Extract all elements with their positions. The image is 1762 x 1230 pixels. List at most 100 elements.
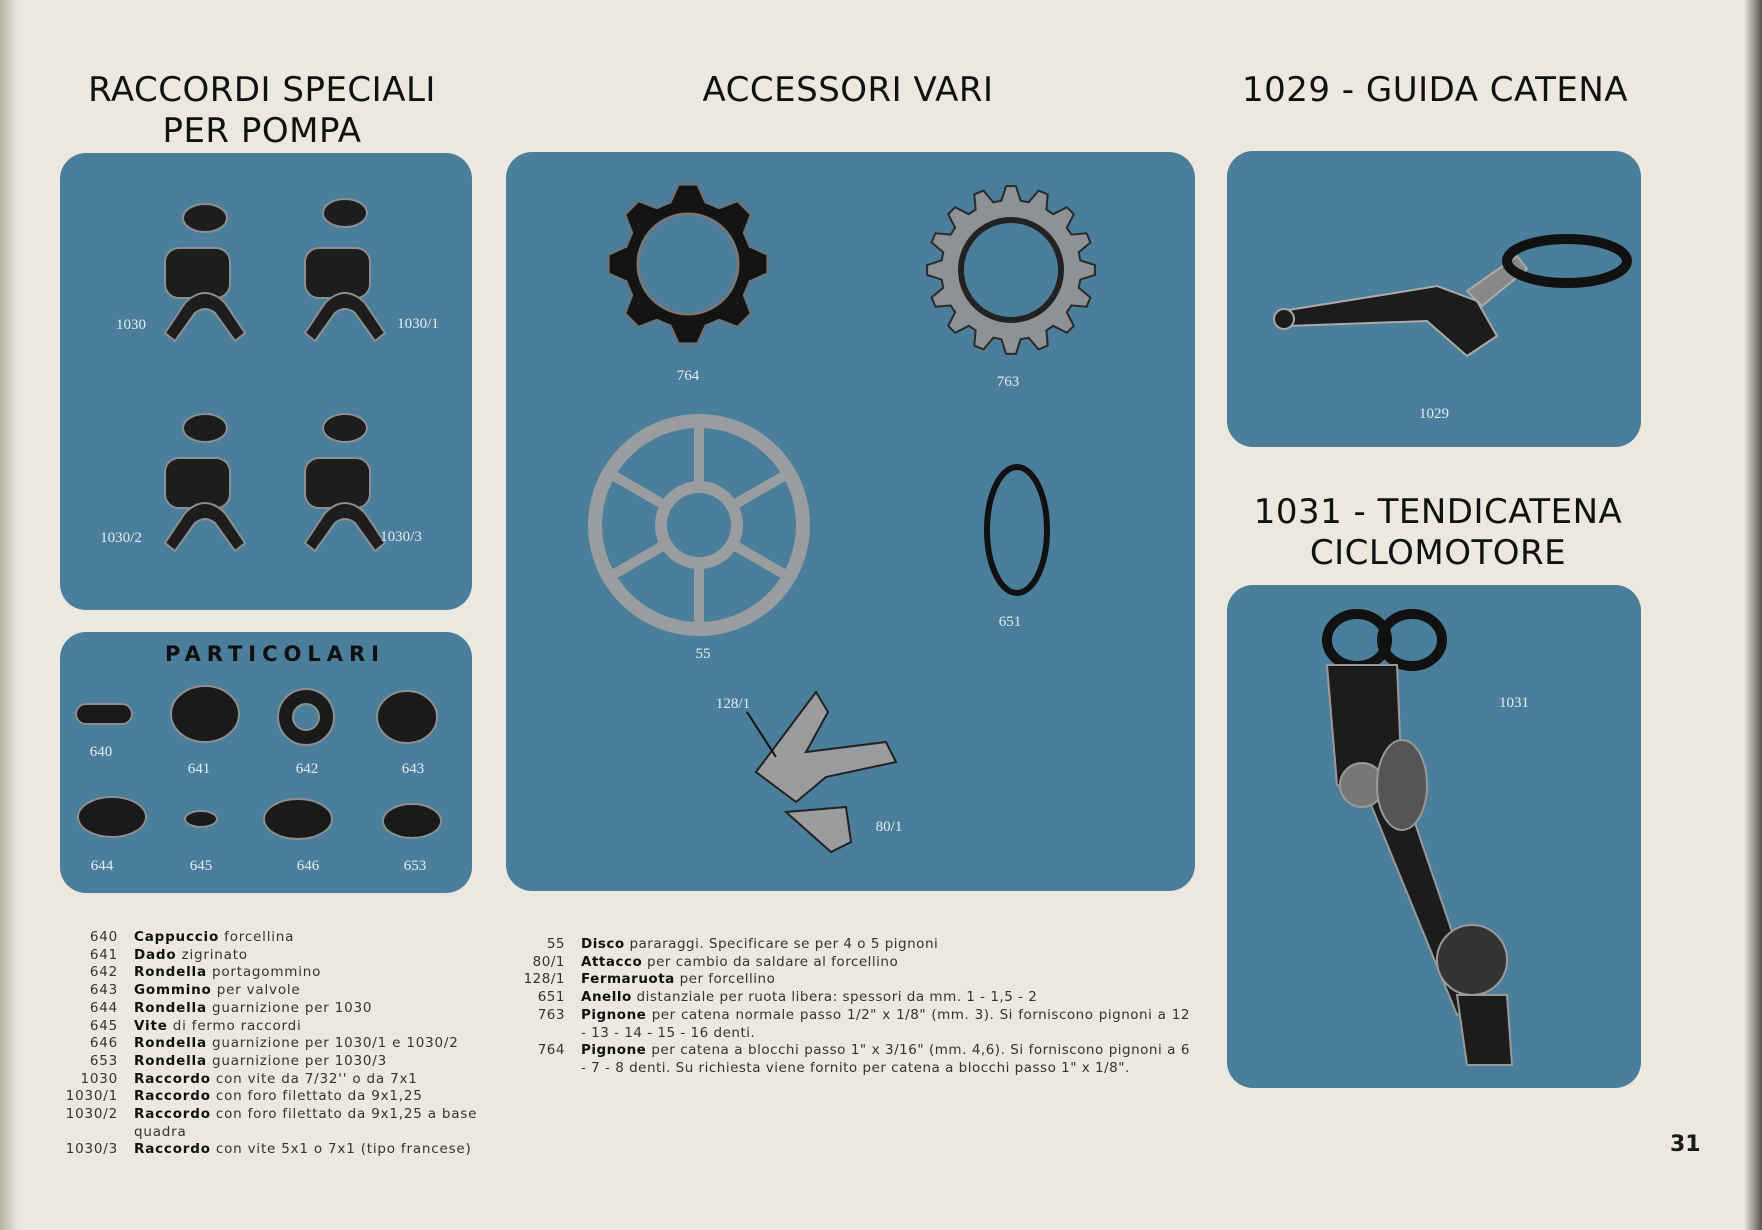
- item-description: Cappuccio forcellina: [134, 929, 294, 947]
- item-name: Raccordo: [134, 1106, 211, 1123]
- dropout-128-1: [754, 690, 898, 804]
- item-text: zigrinato: [181, 946, 248, 963]
- item-description: Raccordo con vite 5x1 o 7x1 (tipo france…: [134, 1141, 472, 1159]
- item-name: Disco: [581, 936, 625, 952]
- spoke-disc-55: [588, 414, 810, 636]
- item-name: Pignone: [581, 1006, 647, 1023]
- item-description: Gommino per valvole: [134, 982, 301, 1000]
- label-645: 645: [189, 858, 213, 874]
- item-code: 1030: [80, 1070, 118, 1087]
- accessori-panel: 764 763 55 651 128/1 80/1: [506, 152, 1195, 891]
- item-code: 1030/1: [65, 1088, 118, 1105]
- item-description: Raccordo con foro filettato da 9x1,25 a …: [134, 1106, 478, 1141]
- label-764: 764: [676, 368, 700, 384]
- item-name: Rondella: [134, 999, 207, 1016]
- item-code: 764: [537, 1042, 565, 1059]
- item-description: Rondella guarnizione per 1030/3: [134, 1053, 387, 1071]
- item-text: forcellina: [224, 929, 295, 945]
- item-code: 641: [89, 946, 118, 963]
- item-code: 640: [89, 929, 118, 945]
- list-item: 1030/1 Raccordo con foro filettato da 9x1…: [58, 1088, 478, 1106]
- label-1029: 1029: [1419, 406, 1449, 422]
- item-description: Dado zigrinato: [134, 947, 248, 965]
- label-643: 643: [401, 761, 425, 777]
- chain-guide-illustration: [1273, 234, 1632, 358]
- item-code: 646: [89, 1035, 118, 1052]
- item-code: 128/1: [523, 971, 565, 988]
- item-text: portagommino: [211, 964, 322, 981]
- item-code: 1030/2: [65, 1106, 118, 1123]
- item-text: per cambio da saldare al forcellino: [647, 953, 899, 970]
- pump-fittings-illustration: [163, 198, 387, 553]
- item-text: guarnizione per 1030/3: [211, 1052, 388, 1069]
- item-name: Raccordo: [134, 1088, 211, 1105]
- label-641: 641: [187, 761, 211, 777]
- list-item: 1030 Raccordo con vite da 7/32'' o da 7x1: [58, 1071, 478, 1089]
- item-name: Gommino: [134, 982, 212, 999]
- page-number: 31: [1670, 1132, 1701, 1157]
- particolari-title: PARTICOLARI: [165, 642, 385, 666]
- item-text: con vite 5x1 o 7x1 (tipo francese): [215, 1141, 472, 1158]
- item-text: distanziale per ruota libera: spessori d…: [636, 989, 1038, 1006]
- item-description: Attacco per cambio da saldare al forcell…: [581, 954, 898, 972]
- item-code: 651: [537, 989, 565, 1006]
- item-text: per catena normale passo 1/2" x 1/8" (mm…: [581, 1006, 1190, 1041]
- item-text: con vite da 7/32'' o da 7x1: [215, 1070, 418, 1087]
- list-item: 128/1 Fermaruota per forcellino: [505, 971, 1190, 989]
- item-name: Rondella: [134, 1035, 207, 1052]
- item-description: Raccordo con foro filettato da 9x1,25: [134, 1088, 423, 1106]
- list-item: 1030/3 Raccordo con vite 5x1 o 7x1 (tipo …: [58, 1141, 478, 1159]
- item-code: 643: [89, 982, 118, 999]
- hanger-80-1: [783, 805, 853, 854]
- list-item: 641 Dado zigrinato: [58, 947, 478, 965]
- item-name: Rondella: [134, 1052, 207, 1069]
- item-text: con foro filettato da 9x1,25 a base quad…: [134, 1106, 478, 1140]
- chain-tensioner-illustration: [1322, 609, 1514, 1066]
- label-128-1: 128/1: [715, 696, 751, 712]
- item-name: Pignone: [581, 1042, 647, 1059]
- item-description: Disco pararaggi. Specificare se per 4 o …: [581, 936, 938, 954]
- pump-fittings-panel: 1030 1030/1 1030/2 1030/3: [60, 153, 472, 610]
- item-code: 653: [89, 1052, 118, 1069]
- page-gutter-shadow: [0, 0, 18, 1230]
- accessori-illustration: [588, 183, 1096, 854]
- item-code: 763: [537, 1006, 565, 1023]
- list-item: 651 Anello distanziale per ruota libera: …: [505, 989, 1190, 1007]
- item-description: Pignone per catena a blocchi passo 1" x …: [581, 1042, 1190, 1077]
- list-item: 643 Gommino per valvole: [58, 982, 478, 1000]
- item-code: 645: [89, 1017, 118, 1034]
- label-1030-3: 1030/3: [380, 529, 422, 545]
- item-code: 644: [89, 999, 118, 1016]
- item-text: per catena a blocchi passo 1" x 3/16" (m…: [581, 1042, 1191, 1076]
- item-code: 1030/3: [65, 1141, 118, 1158]
- item-description: Anello distanziale per ruota libera: spe…: [581, 989, 1037, 1007]
- label-1030: 1030: [116, 317, 146, 333]
- item-description: Pignone per catena normale passo 1/2" x …: [581, 1007, 1190, 1042]
- spacer-ring-651: [984, 464, 1050, 596]
- guida-catena-panel: 1029: [1227, 151, 1641, 447]
- item-name: Raccordo: [134, 1070, 211, 1087]
- item-description: Fermaruota per forcellino: [581, 971, 775, 989]
- label-1030-1: 1030/1: [397, 316, 439, 332]
- label-80-1: 80/1: [875, 819, 903, 835]
- list-item: 644 Rondella guarnizione per 1030: [58, 1000, 478, 1018]
- list-item: 55 Disco pararaggi. Specificare se per 4 …: [505, 936, 1190, 954]
- accessori-parts-list: 55 Disco pararaggi. Specificare se per 4 …: [505, 936, 1190, 1078]
- label-763: 763: [996, 374, 1020, 390]
- list-item: 653 Rondella guarnizione per 1030/3: [58, 1053, 478, 1071]
- item-text: di fermo raccordi: [172, 1017, 302, 1034]
- particolari-panel: PARTICOLARI 640 641 642 643 644 645 646 …: [60, 632, 472, 893]
- list-item: 764 Pignone per catena a blocchi passo 1"…: [505, 1042, 1190, 1077]
- label-640: 640: [89, 744, 113, 760]
- label-642: 642: [295, 761, 319, 777]
- label-644: 644: [90, 858, 114, 874]
- item-description: Rondella guarnizione per 1030: [134, 1000, 372, 1018]
- item-text: guarnizione per 1030: [211, 999, 373, 1016]
- item-code: 80/1: [532, 953, 565, 970]
- label-55: 55: [695, 646, 711, 662]
- item-code: 55: [546, 936, 565, 952]
- label-646: 646: [296, 858, 320, 874]
